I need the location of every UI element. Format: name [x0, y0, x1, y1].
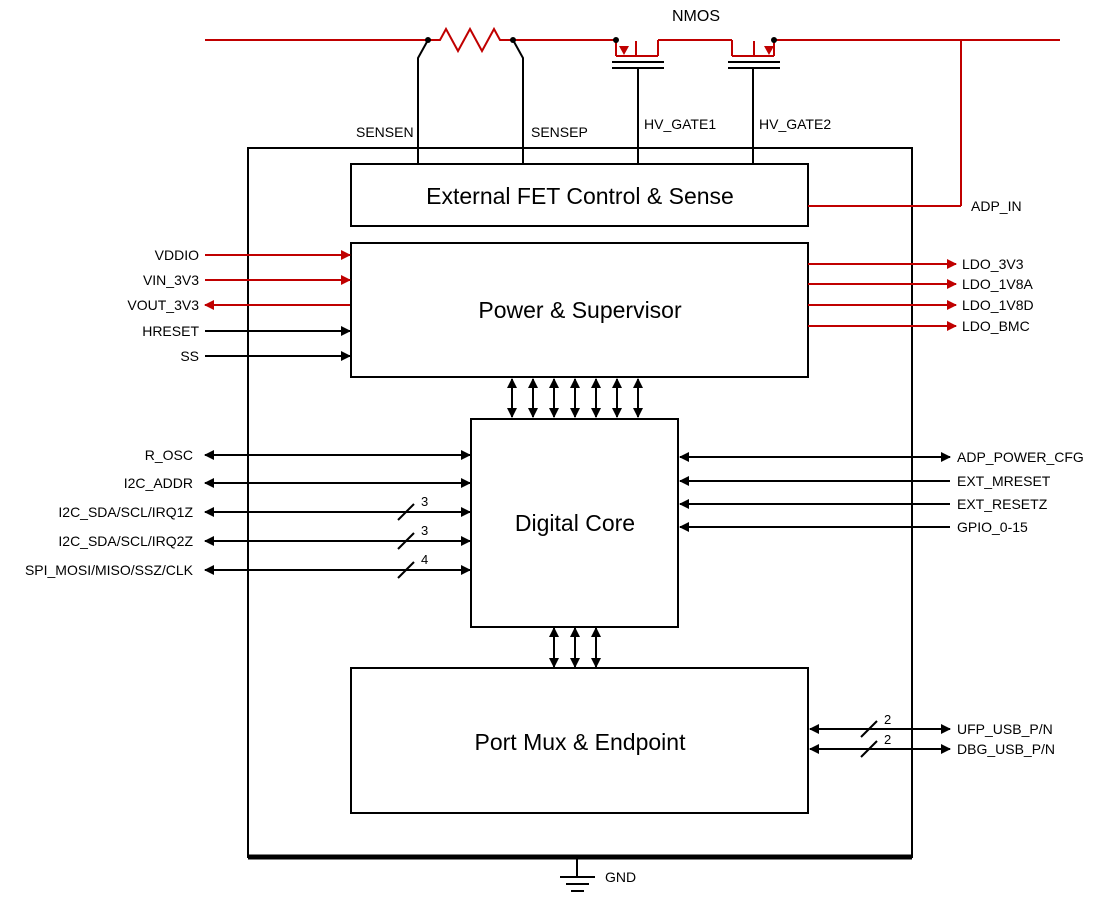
ufp-usb-label: UFP_USB_P/N — [957, 721, 1053, 737]
ldo-outputs: LDO_3V3 LDO_1V8A LDO_1V8D LDO_BMC — [808, 256, 1034, 334]
bus-slash-ufp — [860, 720, 878, 738]
sensep-wire — [512, 39, 524, 164]
power-supervisor-block — [350, 242, 809, 378]
spi-label: SPI_MOSI/MISO/SSZ/CLK — [25, 562, 194, 578]
power-rail — [205, 26, 1060, 207]
bus-width-spi: 4 — [421, 552, 428, 567]
vddio-label: VDDIO — [155, 247, 199, 263]
port-mux-block — [350, 667, 809, 814]
ss-label: SS — [180, 348, 199, 364]
ldo-1v8a-label: LDO_1V8A — [962, 276, 1033, 292]
sensep-label: SENSEP — [531, 124, 588, 140]
vout-3v3-label: VOUT_3V3 — [127, 297, 199, 313]
bus-slash-spi — [397, 561, 415, 579]
power-inputs: VDDIO VIN_3V3 VOUT_3V3 HRESET SS — [127, 247, 351, 364]
i2c-1-label: I2C_SDA/SCL/IRQ1Z — [58, 504, 193, 520]
hv-gate1-label: HV_GATE1 — [644, 116, 716, 132]
ldo-1v8d-label: LDO_1V8D — [962, 297, 1034, 313]
vin-3v3-label: VIN_3V3 — [143, 272, 199, 288]
bus-slash-i2c-2 — [397, 532, 415, 550]
nmos-transistor-1 — [612, 37, 664, 164]
power-core-bus — [507, 378, 643, 418]
ext-mreset-label: EXT_MRESET — [957, 473, 1051, 489]
core-port-bus — [549, 627, 601, 668]
hv-gate2-label: HV_GATE2 — [759, 116, 831, 132]
i2c-addr-label: I2C_ADDR — [124, 475, 193, 491]
bus-width-dbg: 2 — [884, 732, 891, 747]
adp-in-label: ADP_IN — [971, 198, 1022, 214]
sensen-wire — [417, 39, 429, 164]
gnd-label: GND — [605, 869, 636, 885]
ext-resetz-label: EXT_RESETZ — [957, 496, 1048, 512]
core-right-signals — [679, 452, 951, 532]
bus-width-ufp: 2 — [884, 712, 891, 727]
nmos-transistor-2 — [728, 37, 780, 164]
power-block-label: Power & Supervisor — [478, 297, 682, 323]
bus-width-i2c-1: 3 — [421, 494, 428, 509]
r-osc-label: R_OSC — [145, 447, 193, 463]
sensen-label: SENSEN — [356, 124, 414, 140]
hreset-label: HRESET — [142, 323, 199, 339]
dbg-usb-label: DBG_USB_P/N — [957, 741, 1055, 757]
gpio-label: GPIO_0-15 — [957, 519, 1028, 535]
ldo-bmc-label: LDO_BMC — [962, 318, 1030, 334]
bus-width-i2c-2: 3 — [421, 523, 428, 538]
core-block-label: Digital Core — [515, 510, 635, 536]
ldo-3v3-label: LDO_3V3 — [962, 256, 1024, 272]
fet-control-block — [350, 163, 809, 227]
usb-signals — [809, 720, 951, 758]
bus-slash-dbg — [860, 740, 878, 758]
ground-symbol — [560, 859, 595, 892]
i2c-2-label: I2C_SDA/SCL/IRQ2Z — [58, 533, 193, 549]
nmos-title: NMOS — [672, 8, 720, 25]
adp-power-cfg-label: ADP_POWER_CFG — [957, 449, 1084, 465]
fet-block-label: External FET Control & Sense — [426, 183, 734, 209]
bus-slash-i2c-1 — [397, 503, 415, 521]
core-left-signals — [204, 450, 471, 579]
port-block-label: Port Mux & Endpoint — [475, 729, 687, 755]
